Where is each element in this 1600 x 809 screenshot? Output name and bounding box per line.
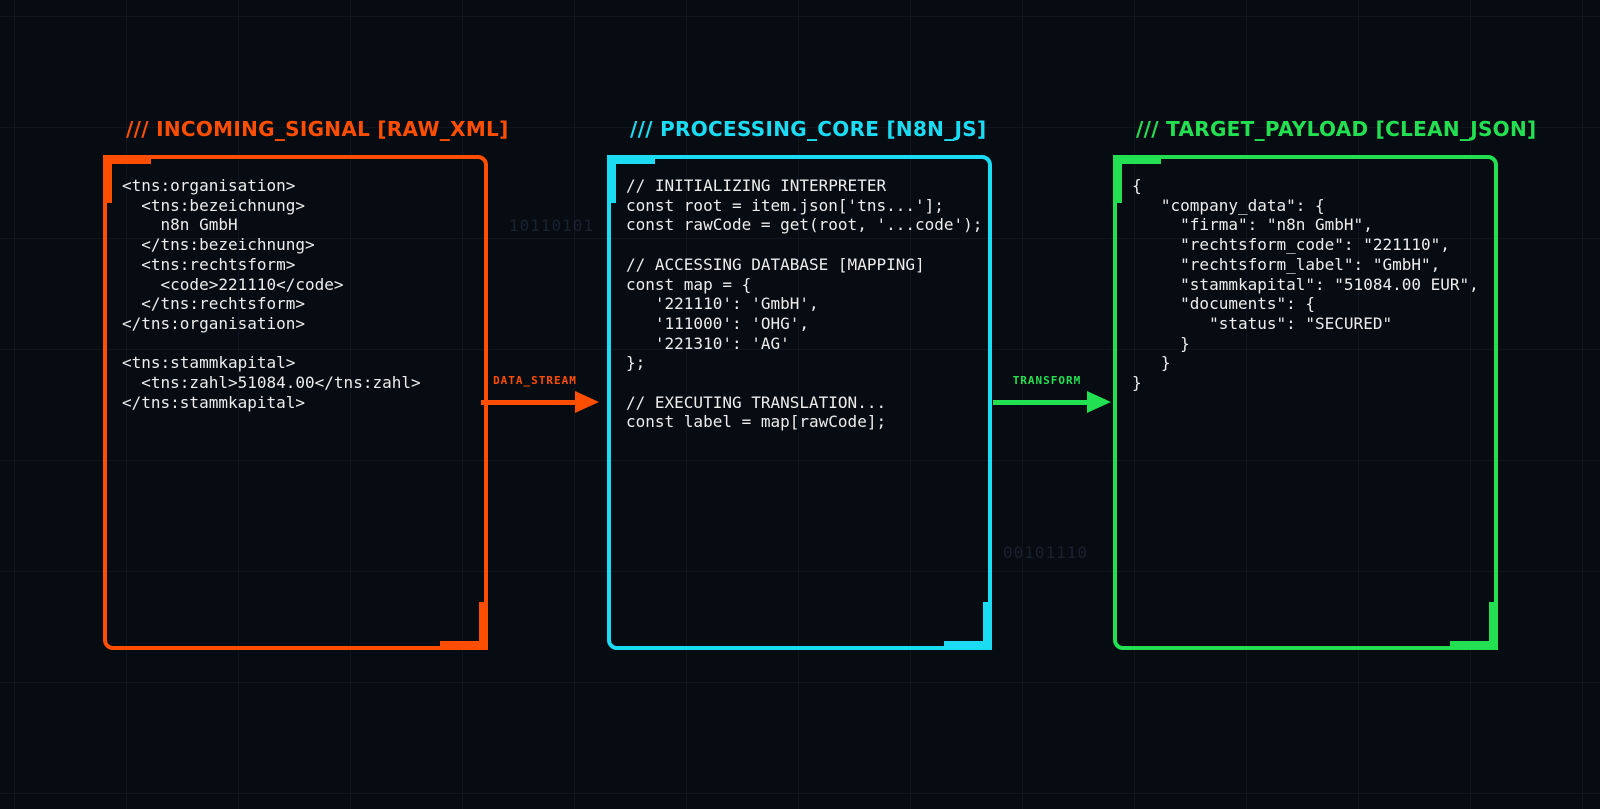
corner-accent [607,155,616,203]
corner-accent [1450,641,1498,650]
arrow-head-icon [575,391,599,413]
panel-title: /// TARGET_PAYLOAD [CLEAN_JSON] [1136,117,1537,141]
transform-arrow: TRANSFORM [993,372,1111,418]
corner-accent [103,155,112,203]
corner-accent [479,602,488,650]
panel-frame: { "company_data": { "firma": "n8n GmbH",… [1113,155,1498,650]
corner-accent [944,641,992,650]
panel-title: /// INCOMING_SIGNAL [RAW_XML] [126,117,509,141]
corner-accent [983,602,992,650]
panel-incoming-signal: /// INCOMING_SIGNAL [RAW_XML] <tns:organ… [103,115,508,650]
js-code-block: // INITIALIZING INTERPRETER const root =… [626,176,983,432]
arrow-line [993,400,1089,405]
corner-accent [1113,155,1122,203]
panel-frame: <tns:organisation> <tns:bezeichnung> n8n… [103,155,488,650]
panel-frame: // INITIALIZING INTERPRETER const root =… [607,155,992,650]
corner-accent [607,155,655,164]
corner-accent [103,155,151,164]
corner-accent [440,641,488,650]
arrow-label: DATA_STREAM [493,374,577,387]
binary-watermark: 10110101 [509,216,595,235]
panel-processing-core: /// PROCESSING_CORE [N8N_JS] // INITIALI… [607,115,992,650]
arrow-line [481,400,577,405]
panel-target-payload: /// TARGET_PAYLOAD [CLEAN_JSON] { "compa… [1113,115,1536,650]
data-stream-arrow: DATA_STREAM [481,372,599,418]
binary-watermark: 00101110 [1003,543,1089,562]
arrow-head-icon [1087,391,1111,413]
corner-accent [1113,155,1161,164]
panel-title: /// PROCESSING_CORE [N8N_JS] [630,117,987,141]
json-code-block: { "company_data": { "firma": "n8n GmbH",… [1132,176,1479,393]
corner-accent [1489,602,1498,650]
xml-code-block: <tns:organisation> <tns:bezeichnung> n8n… [122,176,421,412]
arrow-label: TRANSFORM [1012,374,1082,387]
